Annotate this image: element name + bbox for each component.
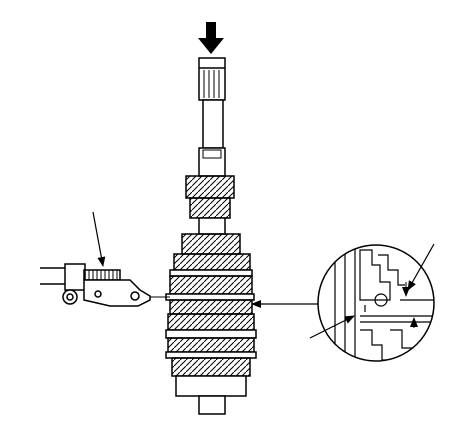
- leader-detail-part: [309, 315, 355, 339]
- leader-detail-clearance: [407, 243, 435, 291]
- leader-dial: [92, 211, 106, 267]
- gear-stack: [165, 233, 257, 377]
- dial-indicator: [40, 263, 170, 307]
- shaft-lower: [175, 375, 247, 415]
- shaft-upper: [198, 57, 226, 177]
- gear-upper-2: [189, 197, 231, 219]
- shaft-collar: [198, 217, 226, 235]
- gear-upper-1: [185, 175, 235, 199]
- detail-circle: [317, 244, 435, 362]
- arrow-down-icon: [198, 22, 224, 54]
